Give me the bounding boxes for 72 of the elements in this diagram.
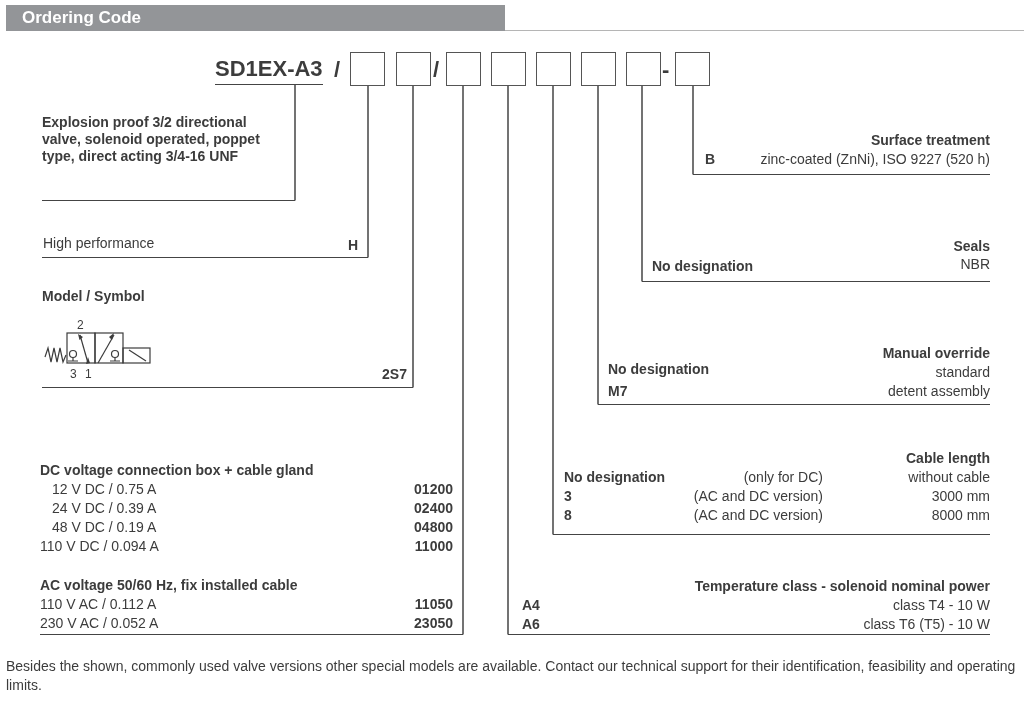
option-code: A6 — [522, 616, 540, 633]
leader-line — [641, 85, 643, 283]
option-code: No designation — [608, 361, 710, 378]
leader-line — [367, 85, 369, 259]
leader-line — [597, 85, 599, 406]
option-code: 8 — [564, 507, 572, 524]
option-code: No designation — [652, 258, 754, 275]
option-note: (only for DC) — [743, 469, 823, 486]
option-heading: Seals — [953, 238, 990, 255]
option-heading: AC voltage 50/60 Hz, fix installed cable — [40, 577, 298, 594]
option-description: NBR — [960, 256, 990, 273]
separator-slash: / — [433, 56, 440, 84]
section-header: Ordering Code — [6, 5, 505, 31]
leader-line — [692, 85, 694, 176]
option-code: A4 — [522, 597, 540, 614]
option-code: 01200 — [414, 481, 453, 498]
leader-line — [507, 85, 509, 636]
code-box — [491, 52, 526, 86]
option-description: class T4 - 10 W — [893, 597, 990, 614]
code-box — [626, 52, 661, 86]
option-code: 04800 — [414, 519, 453, 536]
leader-line — [552, 85, 554, 536]
option-heading: Cable length — [906, 450, 990, 467]
option-code: 23050 — [414, 615, 453, 632]
port-number: 3 — [70, 366, 77, 383]
option-description: zinc-coated (ZnNi), ISO 9227 (520 h) — [760, 151, 990, 168]
model-code: SD1EX-A3 — [215, 55, 323, 85]
option-heading: DC voltage connection box + cable gland — [40, 462, 314, 479]
leader-line — [412, 85, 414, 389]
option-code: 3 — [564, 488, 572, 505]
option-description: 8000 mm — [931, 507, 990, 524]
option-description: 3000 mm — [931, 488, 990, 505]
option-note: (AC and DC version) — [693, 507, 823, 524]
option-group-underline — [42, 288, 413, 388]
option-heading: Temperature class - solenoid nominal power — [694, 578, 990, 595]
option-description: 110 V DC / 0.094 A — [40, 538, 159, 555]
option-description: 24 V DC / 0.39 A — [52, 500, 157, 517]
footnote: Besides the shown, commonly used valve versions other special models are available. Contact our technical support for their identification, feasibility and operating limits. — [6, 657, 1017, 695]
option-description: 48 V DC / 0.19 A — [52, 519, 157, 536]
code-box — [675, 52, 710, 86]
option-code: B — [705, 151, 716, 168]
option-description: 230 V AC / 0.052 A — [40, 615, 159, 632]
option-description: class T6 (T5) - 10 W — [863, 616, 990, 633]
code-box — [350, 52, 385, 86]
leader-line — [294, 84, 296, 202]
code-box — [581, 52, 616, 86]
option-heading: Manual override — [882, 345, 990, 362]
option-heading: Model / Symbol — [42, 288, 145, 305]
option-heading: Surface treatment — [870, 132, 990, 149]
code-box — [396, 52, 431, 86]
separator-slash: / — [334, 56, 341, 84]
option-description: without cable — [908, 469, 990, 486]
option-description: 110 V AC / 0.112 A — [40, 596, 157, 613]
option-code: 2S7 — [382, 366, 407, 383]
option-description: standard — [935, 364, 990, 381]
product-description: Explosion proof 3/2 directional valve, solenoid operated, poppet type, direct acting 3/4-16 UNF — [42, 114, 261, 165]
code-box — [446, 52, 481, 86]
option-note: (AC and DC version) — [693, 488, 823, 505]
option-code: 02400 — [414, 500, 453, 517]
option-description: 12 V DC / 0.75 A — [52, 481, 157, 498]
separator-dash: - — [662, 56, 670, 84]
option-description: High performance — [43, 235, 155, 252]
option-code: H — [347, 237, 358, 254]
option-code: No designation — [564, 469, 666, 486]
port-number: 2 — [77, 317, 84, 334]
option-code: 11000 — [414, 538, 453, 555]
port-number: 1 — [85, 366, 92, 383]
option-code: 11050 — [414, 596, 453, 613]
code-box — [536, 52, 571, 86]
option-description: detent assembly — [888, 383, 990, 400]
leader-line — [462, 85, 464, 636]
option-code: M7 — [608, 383, 628, 400]
